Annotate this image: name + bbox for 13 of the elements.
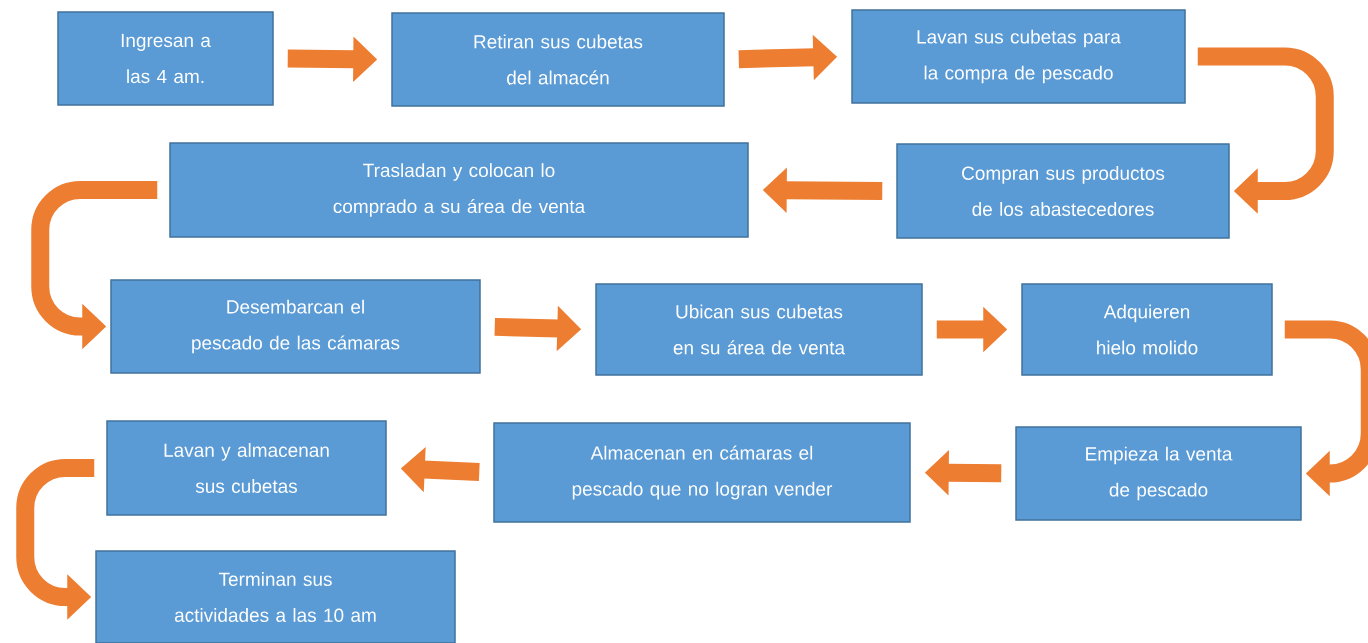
- process-box: Trasladan y colocan lo comprado a su área de venta: [169, 142, 749, 238]
- process-box: Terminan sus actividades a las 10 am: [95, 550, 456, 643]
- process-box: Ingresan a las 4 am.: [57, 11, 274, 106]
- arrow: [1197, 47, 1334, 214]
- process-box: Retiran sus cubetas del almacén: [391, 12, 725, 107]
- process-box: Lavan sus cubetas para la compra de pescado: [851, 9, 1186, 104]
- process-box: Adquieren hielo molido: [1021, 283, 1273, 376]
- process-box: Desembarcan el pescado de las cámaras: [110, 279, 481, 374]
- process-box: Lavan y almacenan sus cubetas: [106, 420, 387, 516]
- process-box: Empieza la venta de pescado: [1015, 426, 1302, 521]
- process-box: Ubican sus cubetas en su área de venta: [595, 283, 923, 376]
- process-box: Compran sus productos de los abastecedores: [896, 143, 1230, 239]
- process-box: Almacenan en cámaras el pescado que no logran vender: [493, 422, 911, 523]
